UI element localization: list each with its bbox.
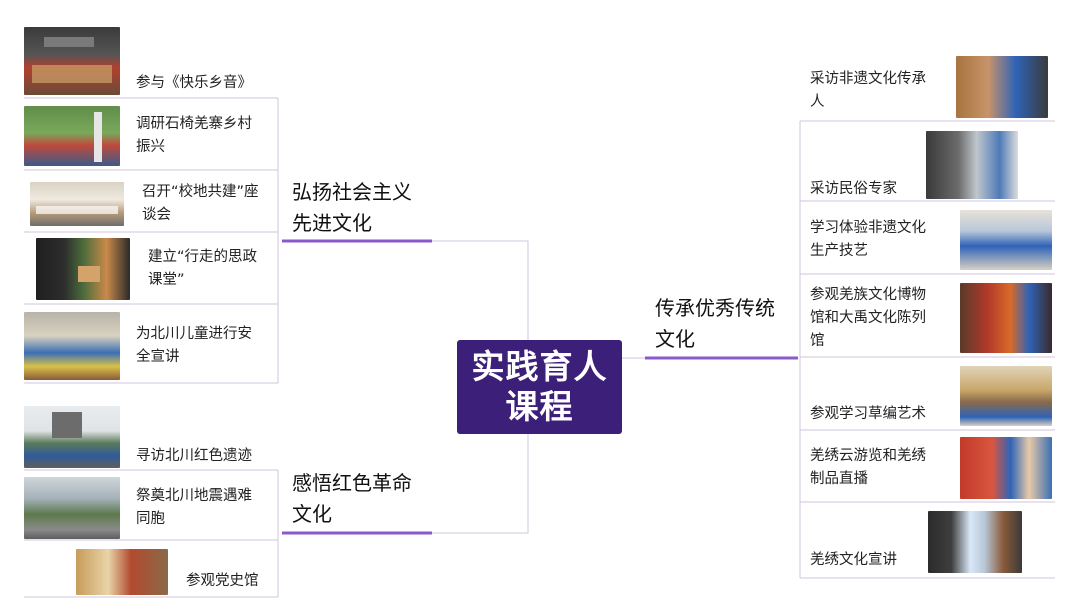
branch-label-red: 感悟红色革命 文化: [292, 471, 412, 526]
leaf-item-village-research: 调研石椅羌寨乡村 振兴: [24, 106, 252, 166]
leaf-item-museum-visit: 参观羌族文化博物 馆和大禹文化陈列 馆: [810, 283, 1052, 353]
leaf-text: 建立“行走的思政 课堂”: [148, 249, 258, 288]
center-topic-text: 实践育人 课程: [471, 347, 608, 426]
embroidery-photo-icon: [960, 437, 1052, 499]
leaf-text: 召开“校地共建”座 谈会: [142, 184, 259, 223]
leaf-item-heritage-interview: 采访非遗文化传承 人: [810, 56, 1048, 118]
leaf-text: 参观党史馆: [186, 572, 259, 589]
branch-link-red: [432, 386, 529, 534]
leaf-text: 学习体验非遗文化 生产技艺: [810, 220, 926, 259]
leaf-text: 采访民俗专家: [810, 181, 897, 197]
leaf-text: 祭奠北川地震遇难 同胞: [136, 488, 252, 527]
classroom-photo-icon: [24, 312, 120, 380]
exhibit-photo-icon: [960, 283, 1052, 353]
center-topic: 实践育人 课程: [457, 340, 622, 434]
stage-photo-icon: [24, 27, 120, 95]
leaf-text: 为北川儿童进行安 全宣讲: [136, 326, 252, 365]
village-photo-icon: [24, 106, 120, 166]
museum-photo-icon: [76, 549, 168, 595]
leaf-text: 寻访北川红色遗迹: [136, 447, 252, 464]
leaf-text: 参与《快乐乡音》: [136, 74, 252, 91]
expert-photo-icon: [926, 130, 1018, 199]
branch-label-heritage: 传承优秀传统 文化: [655, 296, 775, 351]
leaf-item-party-museum: 参观党史馆: [76, 549, 259, 595]
ceremony-photo-icon: [36, 238, 130, 300]
leaf-text: 参观学习草编艺术: [810, 406, 926, 422]
memorial-photo-icon: [24, 477, 120, 539]
interview-photo-icon: [956, 56, 1048, 118]
meeting-photo-icon: [30, 182, 124, 226]
leaf-text: 采访非遗文化传承 人: [810, 71, 926, 110]
leaf-text: 羌绣云游览和羌绣 制品直播: [810, 448, 926, 487]
leaf-item-red-sites: 寻访北川红色遗迹: [24, 406, 252, 468]
weaving-photo-icon: [960, 365, 1052, 426]
leaf-item-embroidery-lecture: 羌绣文化宣讲: [810, 511, 1022, 573]
leaf-item-straw-weaving: 参观学习草编艺术: [810, 365, 1052, 426]
leaf-text: 羌绣文化宣讲: [810, 551, 897, 568]
leaf-item-embroidery-live: 羌绣云游览和羌绣 制品直播: [810, 437, 1052, 499]
leaf-item-safety-talk: 为北川儿童进行安 全宣讲: [24, 312, 252, 380]
workshop-photo-icon: [960, 210, 1052, 270]
branch-label-socialism: 弘扬社会主义 先进文化: [292, 180, 412, 235]
leaf-item-earthquake-memorial: 祭奠北川地震遇难 同胞: [24, 477, 252, 539]
monument-photo-icon: [24, 406, 120, 468]
leaf-item-craft-experience: 学习体验非遗文化 生产技艺: [810, 210, 1052, 270]
leaf-item-symposium: 召开“校地共建”座 谈会: [30, 181, 259, 227]
leaf-text: 参观羌族文化博物 馆和大禹文化陈列 馆: [810, 286, 926, 349]
leaf-item-folk-expert: 采访民俗专家: [810, 128, 1018, 201]
leaf-text: 调研石椅羌寨乡村 振兴: [136, 116, 252, 155]
leaf-item-kuaile-xiangyin: 参与《快乐乡音》: [24, 27, 252, 95]
lecture-photo-icon: [928, 511, 1022, 573]
leaf-item-thought-classroom: 建立“行走的思政 课堂”: [36, 238, 257, 300]
